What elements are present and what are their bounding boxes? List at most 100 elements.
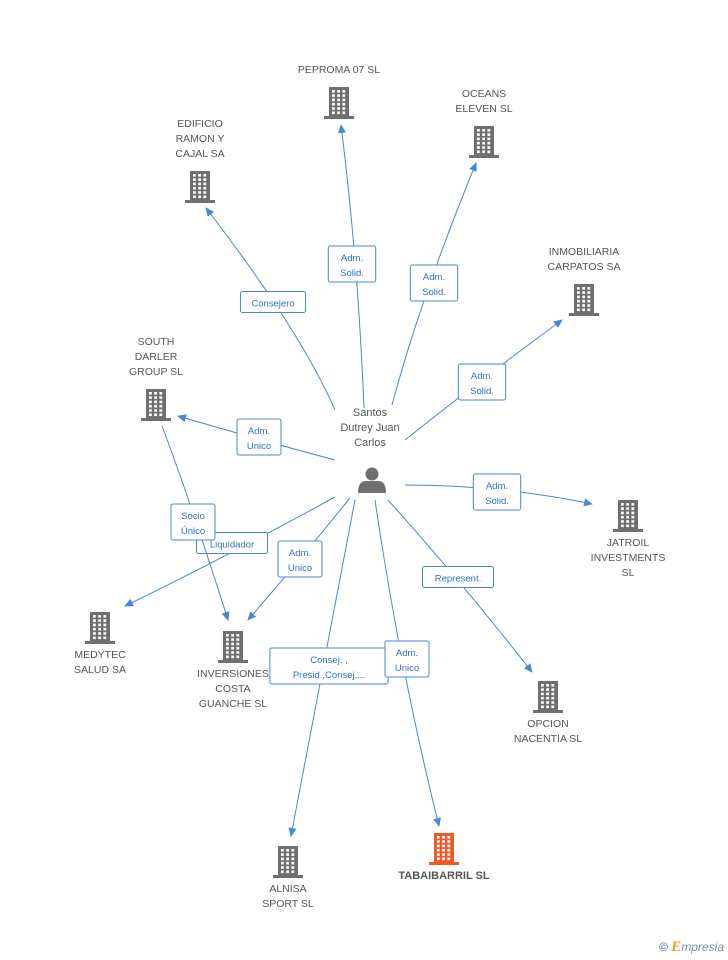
- edge-center-edificio: Consejero: [205, 207, 336, 411]
- edge-center-inmobiliaria: Adm. Solid.: [404, 319, 563, 441]
- company-node-medytec[interactable]: MEDYTEC SALUD SA: [74, 612, 126, 676]
- edge-label-box: [170, 503, 216, 541]
- edge-label-text: Adm.: [396, 648, 418, 659]
- company-name-line: MEDYTEC: [74, 649, 126, 661]
- edge-label-text: Unico: [395, 663, 419, 674]
- edge-label-box: [236, 418, 282, 456]
- edge-center-opcion: Represent.: [387, 499, 533, 673]
- company-node-alnisa[interactable]: ALNISA SPORT SL: [262, 846, 314, 910]
- edge-label-text: Adm.: [289, 548, 311, 559]
- building-icon[interactable]: [273, 846, 303, 878]
- building-icon[interactable]: [185, 171, 215, 203]
- company-name-line: CAJAL SA: [175, 148, 224, 160]
- person-name-line: Santos: [353, 407, 388, 419]
- building-icon[interactable]: [141, 389, 171, 421]
- copyright-icon: ©: [659, 940, 668, 954]
- edge-label-text: Solid.: [470, 386, 494, 397]
- building-icon[interactable]: [324, 87, 354, 119]
- edge-label-box: [327, 245, 377, 283]
- company-name-line: INVESTMENTS: [591, 552, 666, 564]
- company-node-inversiones[interactable]: INVERSIONES COSTA GUANCHE SL: [197, 631, 269, 710]
- building-icon[interactable]: [613, 500, 643, 532]
- edge-center-oceans: Adm. Solid.: [391, 162, 477, 406]
- company-name-line: PEPROMA 07 SL: [298, 64, 380, 76]
- company-node-peproma[interactable]: PEPROMA 07 SL: [298, 64, 380, 119]
- company-name-line: NACENTIA SL: [514, 733, 582, 745]
- company-node-opcion[interactable]: OPCION NACENTIA SL: [514, 681, 582, 745]
- company-node-oceans[interactable]: OCEANS ELEVEN SL: [455, 88, 513, 158]
- company-name-line: OCEANS: [462, 88, 506, 100]
- edge-label-text: Liquidador: [210, 540, 254, 551]
- building-icon[interactable]: [533, 681, 563, 713]
- edge-label-text: Adm.: [248, 426, 270, 437]
- company-name-line: ALNISA: [269, 883, 306, 895]
- company-name-line: SL: [622, 567, 635, 579]
- edge-label-box: [457, 363, 507, 401]
- company-node-jatroil[interactable]: JATROIL INVESTMENTS SL: [591, 500, 666, 579]
- edge-center-inversiones: Adm. Unico: [247, 497, 351, 621]
- edge-label-box: [409, 264, 459, 302]
- edge-label-text: Unico: [288, 563, 312, 574]
- person-name-line: Carlos: [354, 437, 386, 449]
- edge-label-text: Consej. ,: [310, 655, 348, 666]
- brand-logo-initial: E: [671, 939, 682, 955]
- edge-label-text: Represent.: [435, 574, 481, 585]
- company-name-line: ELEVEN SL: [455, 103, 512, 115]
- company-name-line: JATROIL: [607, 537, 650, 549]
- edge-label-box: [422, 566, 494, 588]
- edge-label-text: Unico: [247, 441, 271, 452]
- edge-label-text: Presid.,Consej....: [293, 670, 365, 681]
- edge-label-text: Adm.: [486, 481, 508, 492]
- edge-label-box: [384, 640, 430, 678]
- company-name-line: OPCION: [527, 718, 568, 730]
- company-node-southdarler[interactable]: SOUTH DARLER GROUP SL: [129, 336, 183, 421]
- company-name-line: GUANCHE SL: [199, 698, 267, 710]
- edge-label-text: Único: [181, 526, 205, 537]
- building-icon[interactable]: [218, 631, 248, 663]
- edge-label-text: Solid.: [340, 268, 364, 279]
- edge-center-tabaibarril: Adm. Unico: [374, 499, 441, 827]
- brand-logo-text: mpresia: [681, 940, 724, 954]
- edge-label-text: Solid.: [485, 496, 509, 507]
- edge-label-text: Solid.: [422, 287, 446, 298]
- building-icon[interactable]: [569, 284, 599, 316]
- company-name-line: CARPATOS SA: [548, 261, 621, 273]
- edge-label-text: Adm.: [471, 371, 493, 382]
- edge-label-text: Adm.: [341, 253, 363, 264]
- company-name-line: TABAIBARRIL SL: [398, 870, 490, 882]
- edge-line: [124, 496, 336, 607]
- company-name-line: SOUTH: [138, 336, 175, 348]
- edge-label-text: Socio: [181, 511, 205, 522]
- edge-center-jatroil: Adm. Solid.: [404, 473, 593, 511]
- company-node-edificio[interactable]: EDIFICIO RAMON Y CAJAL SA: [175, 118, 225, 203]
- edge-center-peproma: Adm. Solid.: [327, 124, 377, 409]
- building-icon[interactable]: [429, 833, 459, 865]
- edge-center-southdarler: Adm. Unico: [177, 414, 336, 461]
- company-name-line: INMOBILIARIA: [549, 246, 620, 258]
- company-name-line: SALUD SA: [74, 664, 126, 676]
- company-name-line: INVERSIONES: [197, 668, 269, 680]
- edge-label-text: Consejero: [251, 299, 294, 310]
- edge-label-box: [277, 540, 323, 578]
- company-name-line: COSTA: [215, 683, 250, 695]
- company-name-line: RAMON Y: [176, 133, 225, 145]
- company-name-line: EDIFICIO: [177, 118, 223, 130]
- company-node-inmobiliaria[interactable]: INMOBILIARIA CARPATOS SA: [548, 246, 621, 316]
- company-name-line: SPORT SL: [262, 898, 314, 910]
- person-icon[interactable]: [358, 467, 386, 494]
- building-icon[interactable]: [85, 612, 115, 644]
- building-icon[interactable]: [469, 126, 499, 158]
- edge-label-text: Adm.: [423, 272, 445, 283]
- brand-footer: © Empresia: [659, 939, 724, 956]
- person-name-line: Dutrey Juan: [340, 422, 399, 434]
- edge-label-box: [472, 473, 522, 511]
- edge-label-box: [239, 291, 307, 313]
- edge-center-alnisa: Consej. , Presid.,Consej....: [269, 499, 389, 837]
- company-name-line: GROUP SL: [129, 366, 183, 378]
- edge-line: [205, 207, 336, 411]
- company-name-line: DARLER: [135, 351, 178, 363]
- company-node-tabaibarril[interactable]: TABAIBARRIL SL: [398, 833, 490, 882]
